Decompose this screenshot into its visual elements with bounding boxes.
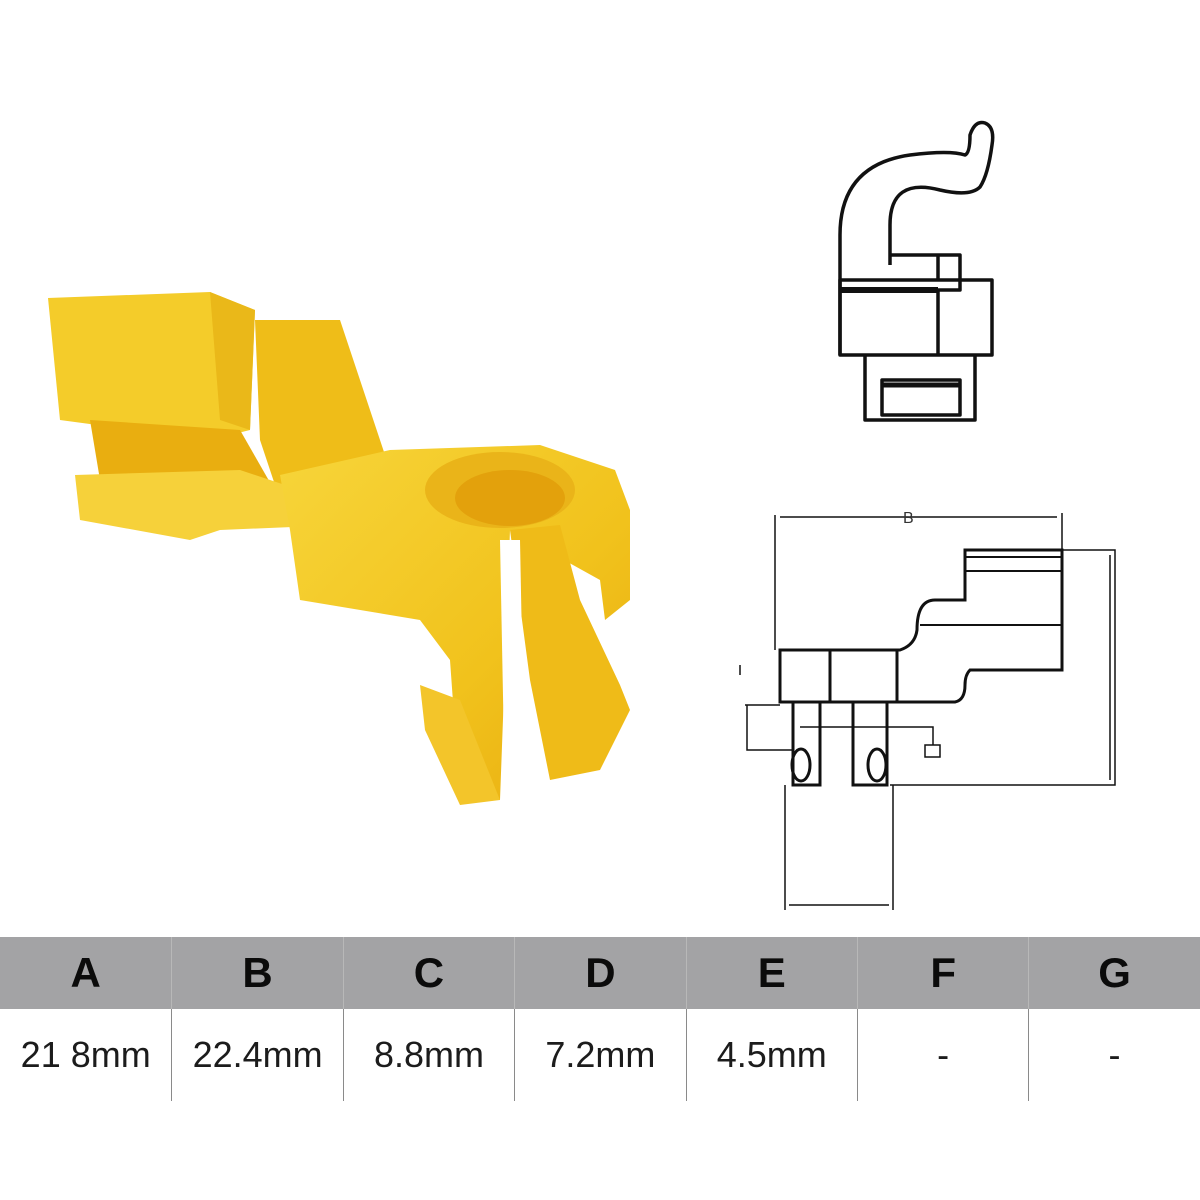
spec-table: A B C D E F G 21 8mm 22.4mm 8.8mm 7.2mm … bbox=[0, 937, 1200, 1101]
value-d: 7.2mm bbox=[514, 1009, 685, 1101]
header-a: A bbox=[70, 949, 101, 996]
header-g: G bbox=[1028, 937, 1199, 1009]
value-a: 21 8mm bbox=[20, 1034, 151, 1075]
product-photo bbox=[48, 292, 630, 805]
value-e: 4.5mm bbox=[685, 1009, 857, 1101]
header-d: D bbox=[514, 937, 685, 1009]
header-f: F bbox=[856, 937, 1028, 1009]
header-b: B bbox=[171, 937, 342, 1009]
top-view-drawing bbox=[838, 120, 995, 422]
value-b: 22.4mm bbox=[171, 1009, 342, 1101]
svg-text:B: B bbox=[903, 510, 914, 527]
value-g: - bbox=[1028, 1009, 1199, 1101]
header-e: E bbox=[685, 937, 857, 1009]
value-f: - bbox=[856, 1009, 1028, 1101]
spec-table-header: A B C D E F G bbox=[0, 937, 1200, 1009]
side-view-drawing: B bbox=[739, 510, 1116, 910]
value-c: 8.8mm bbox=[342, 1009, 514, 1101]
header-c: C bbox=[342, 937, 514, 1009]
spec-table-values: 21 8mm 22.4mm 8.8mm 7.2mm 4.5mm - - bbox=[0, 1009, 1200, 1101]
